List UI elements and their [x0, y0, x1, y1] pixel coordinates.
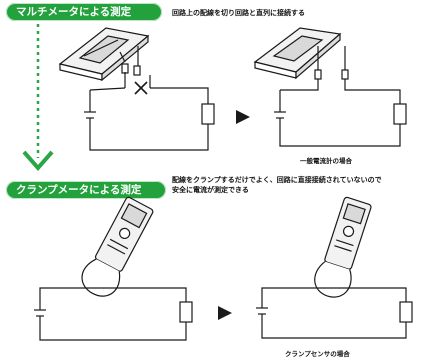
- multimeter-section-banner: マルチメータによる測定: [6, 3, 162, 21]
- right-triangle-arrow-icon: [236, 110, 250, 124]
- down-dotted-arrow-icon: [22, 24, 54, 172]
- clampmeter-section-banner: クランプメータによる測定: [6, 181, 166, 199]
- multimeter-note: 回路上の配線を切り回路と直列に接続する: [172, 9, 305, 17]
- multimeter-device: [253, 27, 342, 80]
- multimeter-circuit-left: [58, 27, 215, 151]
- multimeter-circuit-right: [253, 27, 407, 147]
- clamp-circuit-right: [256, 196, 413, 339]
- clampmeter-note-line2: 安全に電流が測定できる: [172, 186, 249, 194]
- right-triangle-arrow-icon: [218, 306, 232, 320]
- ammeter-caption: 一般電流計の場合: [300, 157, 352, 165]
- clamp-sensor-caption: クランプセンサの場合: [285, 350, 350, 358]
- clamp-meter-device: [314, 196, 372, 298]
- clamp-circuit-left: [34, 196, 193, 341]
- clamp-meter-device: [81, 196, 154, 297]
- multimeter-device: [58, 27, 150, 82]
- clampmeter-note-line1: 配線をクランプするだけでよく、回路に直接接続されていないので: [172, 176, 382, 184]
